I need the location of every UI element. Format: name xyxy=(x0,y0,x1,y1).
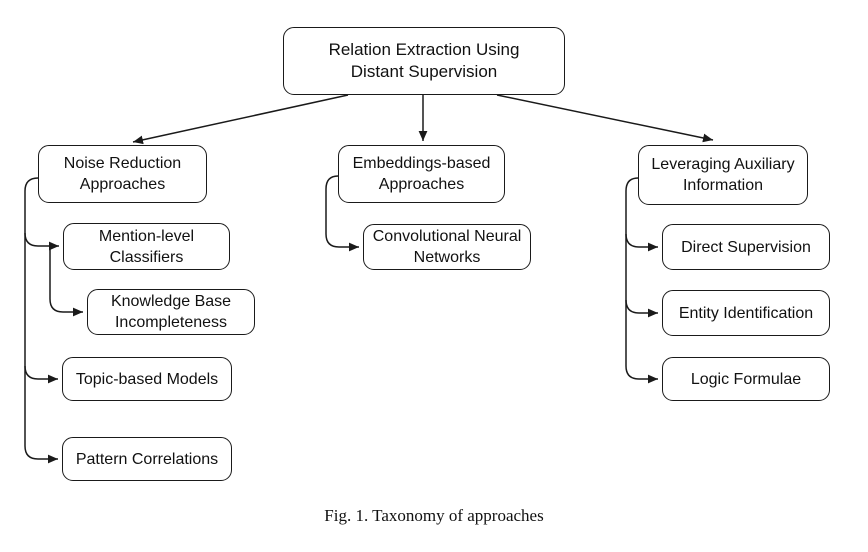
connector-root-to-auxiliary xyxy=(496,94,714,143)
node-convolutional-neural-networks: Convolutional Neural Networks xyxy=(363,224,531,270)
connector-noise-to-mention xyxy=(24,232,59,251)
connector-noise-bracket xyxy=(24,177,58,464)
node-mention-level-classifiers: Mention-level Classifiers xyxy=(63,223,230,270)
connector-auxiliary-bracket xyxy=(625,177,658,384)
connector-root-to-noise xyxy=(132,94,349,145)
node-embeddings-based-approaches: Embeddings-based Approaches xyxy=(338,145,505,203)
node-topic-based-models: Topic-based Models xyxy=(62,357,232,401)
node-pattern-correlations: Pattern Correlations xyxy=(62,437,232,481)
node-relation-extraction-root: Relation Extraction Using Distant Superv… xyxy=(283,27,565,95)
node-leveraging-auxiliary-information: Leveraging Auxiliary Information xyxy=(638,145,808,205)
node-entity-identification: Entity Identification xyxy=(662,290,830,336)
connector-auxiliary-to-direct xyxy=(625,233,658,252)
node-knowledge-base-incompleteness: Knowledge Base Incompleteness xyxy=(87,289,255,335)
connector-auxiliary-to-entity xyxy=(625,299,658,318)
connector-noise-to-topic xyxy=(24,365,58,384)
figure-caption: Fig. 1. Taxonomy of approaches xyxy=(324,506,544,525)
node-noise-reduction-approaches: Noise Reduction Approaches xyxy=(38,145,207,203)
node-direct-supervision: Direct Supervision xyxy=(662,224,830,270)
node-logic-formulae: Logic Formulae xyxy=(662,357,830,401)
